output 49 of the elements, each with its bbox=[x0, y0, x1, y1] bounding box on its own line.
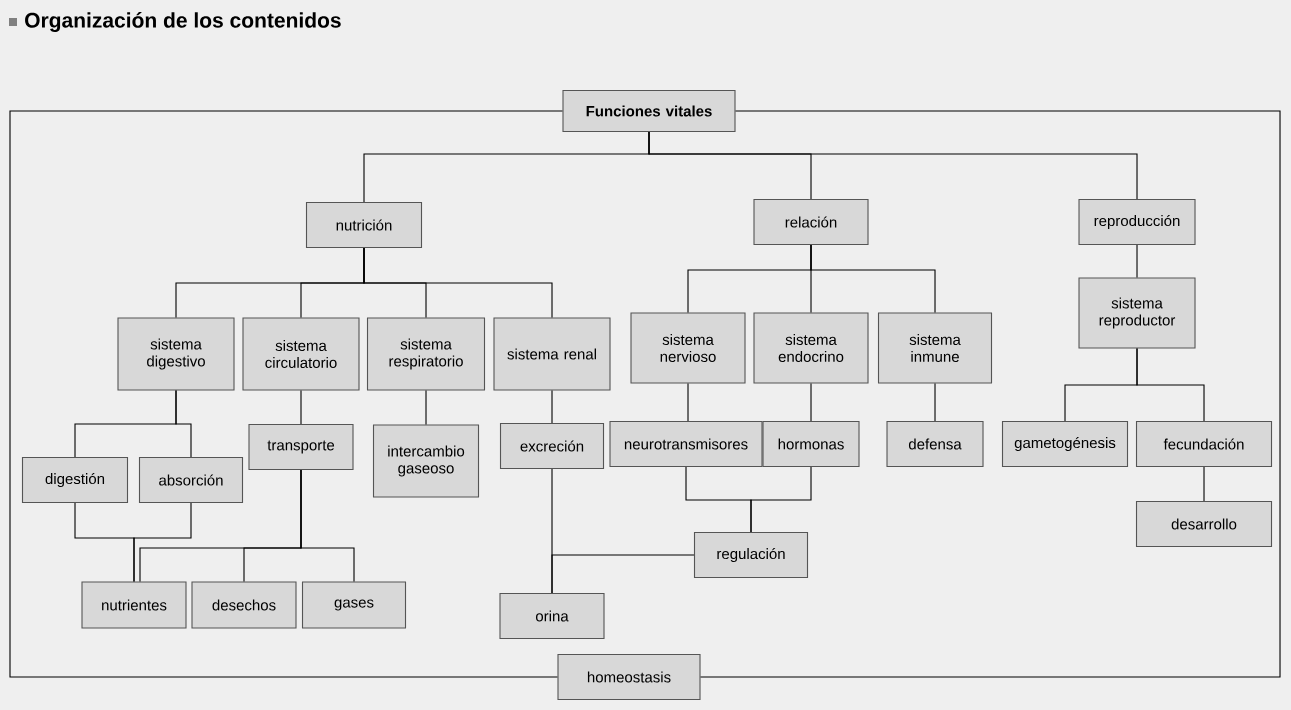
concept-box: homeostasis bbox=[557, 653, 701, 701]
concept-box: sistema reproductor bbox=[1078, 277, 1196, 349]
concept-box: hormonas bbox=[762, 420, 860, 468]
concept-box: transporte bbox=[248, 423, 354, 471]
concept-box: sistema respiratorio bbox=[366, 317, 486, 391]
connector-line bbox=[810, 244, 936, 313]
title: Organización de los contenidos bbox=[25, 12, 341, 32]
connector-line bbox=[363, 247, 553, 318]
concept-box: regulación bbox=[693, 531, 809, 579]
concept-box: gametogénesis bbox=[1001, 420, 1129, 468]
connector-line bbox=[133, 502, 192, 582]
connector-line bbox=[648, 131, 1138, 200]
connector-line bbox=[300, 390, 302, 425]
connector-line bbox=[700, 110, 1281, 678]
connector-line bbox=[551, 554, 695, 594]
concept-box: sistema endocrino bbox=[753, 312, 869, 384]
connector-line bbox=[425, 390, 427, 425]
concept-box: relación bbox=[753, 198, 869, 246]
concept-box: absorción bbox=[138, 456, 244, 504]
concept-box: orina bbox=[499, 592, 605, 640]
connector-line bbox=[687, 383, 689, 422]
concept-box: digestión bbox=[21, 456, 129, 504]
concept-box: fecundación bbox=[1135, 420, 1273, 468]
connector-line bbox=[1136, 348, 1205, 422]
concept-box: reproducción bbox=[1078, 198, 1196, 246]
connector-line bbox=[300, 469, 355, 582]
concept-box: intercambio gaseoso bbox=[372, 424, 480, 498]
concept-box: sistema nervioso bbox=[630, 312, 746, 384]
connector-line bbox=[9, 110, 563, 678]
concept-box: sistema circulatorio bbox=[242, 317, 360, 391]
concept-box: desechos bbox=[191, 581, 297, 629]
concept-box: defensa bbox=[886, 420, 984, 468]
concept-box: neurotransmisores bbox=[609, 420, 763, 468]
concept-box: gases bbox=[301, 581, 407, 629]
connector-line bbox=[1136, 244, 1138, 278]
connector-line bbox=[810, 383, 812, 422]
connector-line bbox=[1203, 466, 1205, 502]
concept-box: sistema digestivo bbox=[117, 317, 235, 391]
connector-line bbox=[175, 390, 192, 458]
connector-line bbox=[551, 390, 553, 424]
connector-line bbox=[934, 383, 936, 422]
concept-box: sistema renal bbox=[493, 317, 611, 391]
concept-box: nutrientes bbox=[81, 581, 187, 629]
concept-box: sistema inmune bbox=[877, 312, 993, 384]
concept-box: excreción bbox=[499, 422, 605, 470]
concept-box: desarrollo bbox=[1135, 500, 1273, 548]
connector-line bbox=[750, 466, 812, 533]
concept-box: nutrición bbox=[305, 201, 423, 249]
concept-box: Funciones vitales bbox=[562, 89, 736, 133]
